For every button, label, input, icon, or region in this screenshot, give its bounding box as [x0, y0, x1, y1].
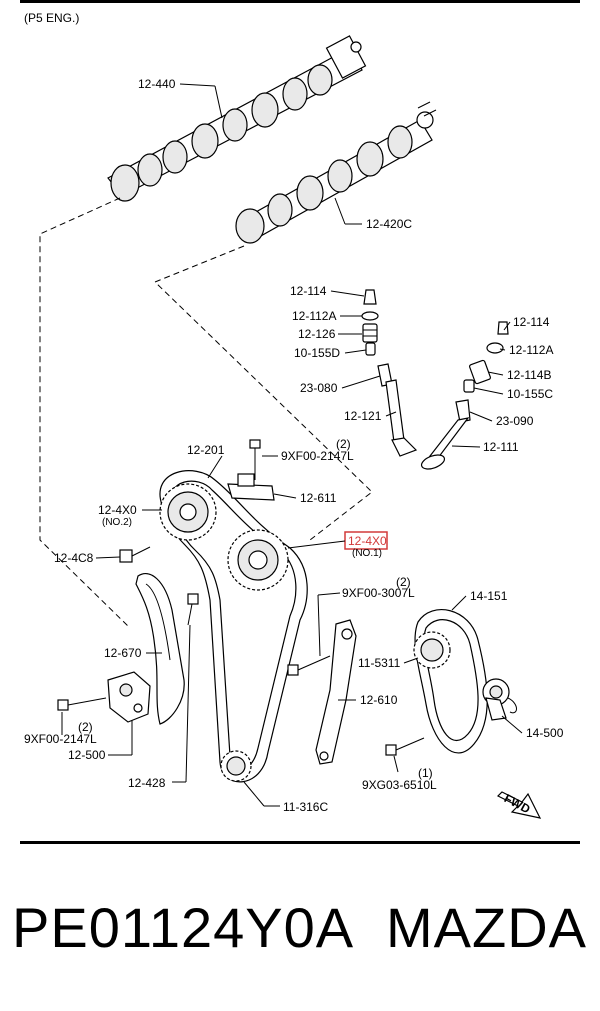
fwd-arrow-icon: FWD	[496, 791, 542, 819]
callout-camshaft-intake: 12-420C	[366, 217, 412, 231]
callout-chain-guide-upper: 12-611	[300, 491, 337, 505]
callout-bolt-tensioner: 9XF00-2147L	[24, 732, 97, 746]
bolt-arm	[187, 593, 199, 626]
sprocket-no2	[159, 483, 217, 541]
tensioner-arm	[135, 573, 185, 725]
bolt-bottom	[385, 737, 425, 756]
callout-bolt-bottom-qty: (1)	[418, 766, 433, 780]
callout-oil-pump-sprocket: 11-5311	[358, 656, 401, 670]
callout-tensioner-arm: 12-670	[104, 646, 142, 660]
callout-bolt-guide-qty: (2)	[396, 575, 411, 589]
oil-pump-chain	[414, 609, 488, 754]
bolt-guide	[287, 655, 331, 676]
callout-valve-seal-ex: 10-155C	[507, 387, 553, 401]
bolt-sprocket	[119, 546, 151, 563]
brand-name: MAZDA	[386, 896, 587, 959]
callout-valve-seal-in: 10-155D	[294, 346, 340, 360]
footer-divider	[20, 841, 580, 844]
callout-valve-guide-ex: 23-090	[496, 414, 534, 428]
callout-valve-guide-in: 23-080	[300, 381, 338, 395]
top-border	[20, 0, 580, 3]
callout-oil-pump-tensioner: 14-500	[526, 726, 564, 740]
camshaft-intake	[235, 101, 437, 244]
upper-chain-guide	[227, 473, 275, 501]
chain-guide	[315, 619, 357, 765]
callout-valve-spring-in: 12-126	[298, 327, 336, 341]
callout-chain: 12-201	[187, 443, 225, 457]
callout-valve-retainer-in: 12-112A	[292, 309, 336, 323]
callout-sprocket-no1-sub: (NO.1)	[352, 548, 382, 559]
callout-chain-tensioner: 12-500	[68, 748, 106, 762]
callout-valve-ex: 12-111	[483, 440, 519, 454]
highlight-box	[344, 531, 388, 550]
callout-bolt-bottom: 9XG03-6510L	[362, 778, 437, 792]
callout-sprocket-no1: 12-4X0	[348, 534, 387, 548]
callout-crank-sprocket: 11-316C	[283, 800, 328, 814]
callout-bolt-top: 9XF00-2147L	[281, 449, 354, 463]
timing-chain	[159, 470, 308, 783]
callout-valve-in: 12-121	[344, 409, 382, 423]
callout-valve-spring-ex: 12-114B	[507, 368, 551, 382]
callout-sprocket-no2-sub: (NO.2)	[102, 517, 132, 528]
part-number: PE01124Y0A	[12, 896, 355, 959]
chain-tensioner	[107, 671, 151, 723]
callout-valve-retainer-ex: 12-112A	[509, 343, 553, 357]
callout-bolt-sprocket: 12-4C8	[54, 551, 94, 565]
crank-sprocket	[220, 750, 252, 782]
intake-valve-assembly	[361, 289, 418, 457]
bolt-tensioner	[57, 697, 107, 711]
callout-sprocket-no2: 12-4X0	[98, 503, 137, 517]
callout-bolt-arm: 12-428	[128, 776, 166, 790]
callout-bolt-guide: 9XF00-3007L	[342, 586, 415, 600]
callout-bolt-tensioner-qty: (2)	[78, 720, 93, 734]
engine-label: (P5 ENG.)	[24, 11, 79, 25]
callout-oil-pump-chain: 14-151	[470, 589, 508, 603]
oil-pump-tensioner	[482, 678, 517, 721]
callout-valve-keeper-ex: 12-114	[513, 315, 550, 329]
exhaust-valve-assembly	[420, 321, 509, 470]
callout-camshaft-exhaust: 12-440	[138, 77, 176, 91]
callout-valve-keeper-in: 12-114	[290, 284, 327, 298]
callout-chain-guide: 12-610	[360, 693, 398, 707]
camshaft-exhaust	[107, 35, 367, 202]
bolt-top	[249, 439, 261, 480]
sprocket-no1	[227, 529, 289, 591]
callout-bolt-top-qty: (2)	[336, 437, 351, 451]
oil-pump-sprocket	[413, 631, 451, 669]
